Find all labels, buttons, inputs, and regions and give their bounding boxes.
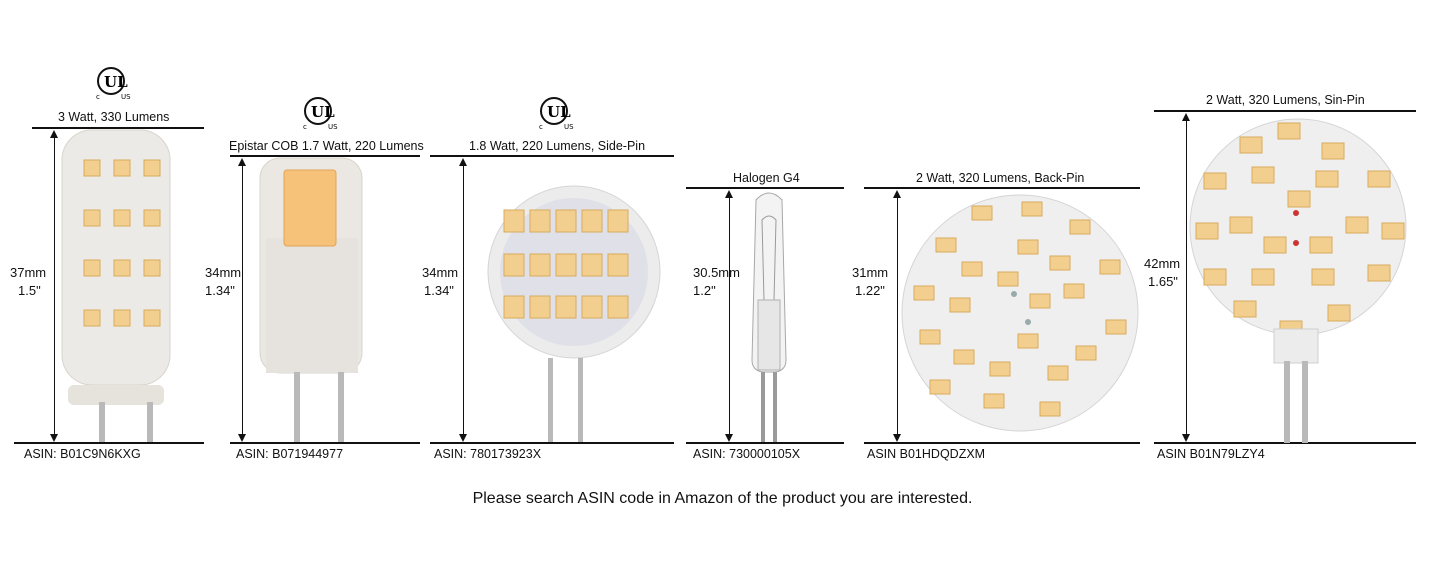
ul-logo-c: c [96,93,100,101]
asin-code: ASIN B01HDQDZXM [867,447,986,461]
product-title: 1.8 Watt, 220 Lumens, Side-Pin [469,139,646,153]
ul-logo-us: US [121,93,131,101]
asin-code: ASIN: 730000105X [693,447,801,461]
top-line [32,127,204,129]
height-mm: 31mm [852,265,889,280]
bottom-line [430,442,674,444]
ul-logo-us: US [564,123,574,131]
product-title: 2 Watt, 320 Lumens, Sin-Pin [1206,93,1365,107]
footer-note: Please search ASIN code in Amazon of the… [472,490,973,507]
height-mm: 30.5mm [693,265,740,280]
arrow-up-icon [1182,113,1190,121]
ul-logo-text: UL [547,103,571,121]
bottom-line [1154,442,1416,444]
height-in: 1.65" [1148,274,1178,289]
height-dimension-line [897,192,898,438]
product-title: Epistar COB 1.7 Watt, 220 Lumens [229,139,424,153]
height-dimension-line [54,132,55,438]
arrow-down-icon [893,434,901,442]
bottom-line [864,442,1140,444]
arrow-up-icon [50,130,58,138]
top-line [1154,110,1416,112]
height-dimension-line [463,160,464,438]
ul-certification-logo: UL c US [93,65,133,105]
ul-certification-logo: UL c US [536,95,576,135]
arrow-up-icon [459,158,467,166]
led-bulb-image [487,185,661,442]
top-line [864,187,1140,189]
asin-code: ASIN: B01C9N6KXG [24,447,141,461]
height-in: 1.22" [855,283,885,298]
arrow-up-icon [725,190,733,198]
asin-code: ASIN: B071944977 [236,447,344,461]
height-mm: 34mm [205,265,242,280]
led-bulb-image [61,129,171,442]
arrow-down-icon [50,434,58,442]
asin-code: ASIN B01N79LZY4 [1157,447,1265,461]
top-line [686,187,844,189]
height-mm: 37mm [10,265,47,280]
arrow-down-icon [1182,434,1190,442]
arrow-down-icon [725,434,733,442]
top-line [430,155,674,157]
arrow-down-icon [238,434,246,442]
ul-logo-c: c [539,123,543,131]
height-mm: 34mm [422,265,459,280]
height-in: 1.34" [205,283,235,298]
product-title: 2 Watt, 320 Lumens, Back-Pin [916,171,1085,185]
asin-code: ASIN: 780173923X [434,447,542,461]
halogen-bulb-image [751,192,787,442]
height-in: 1.2" [693,283,716,298]
arrow-up-icon [893,190,901,198]
bottom-line [14,442,204,444]
ul-logo-text: UL [311,103,335,121]
height-in: 1.34" [424,283,454,298]
height-mm: 42mm [1144,256,1181,271]
product-title: 3 Watt, 330 Lumens [58,110,170,124]
height-dimension-line [1186,115,1187,438]
ul-logo-c: c [303,123,307,131]
top-line [230,155,420,157]
led-bulb-image [259,157,363,442]
ul-logo-text: UL [104,73,128,91]
product-title: Halogen G4 [733,171,800,185]
bottom-line [230,442,420,444]
ul-certification-logo: UL c US [300,95,340,135]
arrow-up-icon [238,158,246,166]
arrow-down-icon [459,434,467,442]
bottom-line [686,442,844,444]
ul-logo-us: US [328,123,338,131]
height-dimension-line [729,192,730,438]
led-disc-image [901,194,1139,432]
height-in: 1.5" [18,283,41,298]
height-dimension-line [242,160,243,438]
led-disc-image [1189,118,1407,443]
